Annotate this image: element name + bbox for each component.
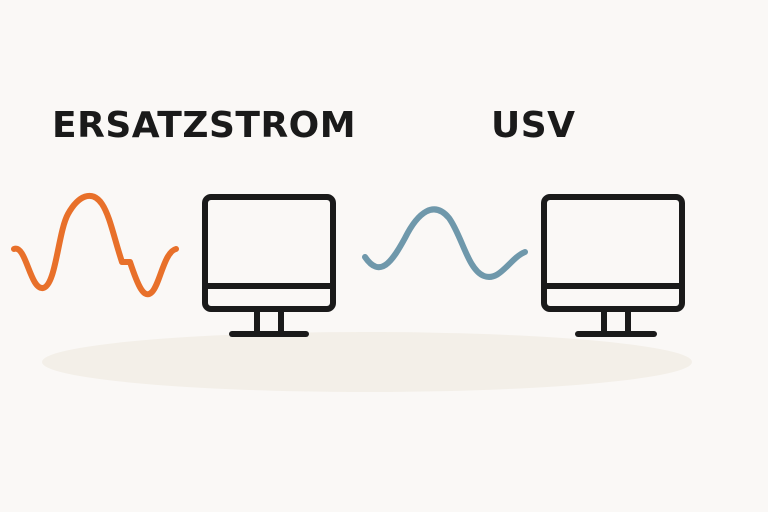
clean-sine-wave-icon — [362, 206, 528, 280]
distorted-sine-wave-icon — [11, 192, 179, 298]
label-usv: USV — [491, 105, 576, 146]
ground-shadow — [42, 332, 692, 392]
monitor-icon — [202, 194, 336, 337]
label-ersatzstrom: ERSATZSTROM — [52, 105, 357, 146]
monitor-icon — [541, 194, 685, 337]
